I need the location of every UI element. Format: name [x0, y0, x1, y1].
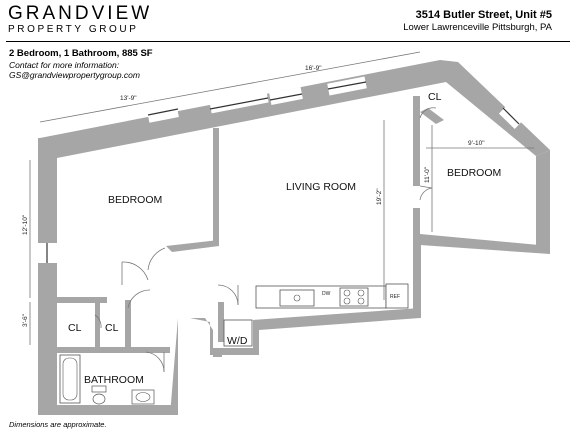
- sink-icon: [131, 389, 155, 405]
- room-label-closet-b: CL: [105, 322, 119, 334]
- dimension-top-left: 13'-9": [120, 95, 137, 102]
- room-label-bathroom: BATHROOM: [84, 374, 144, 386]
- dimension-lines: [29, 51, 534, 345]
- sink-icon: [279, 289, 315, 307]
- range-icon: [339, 287, 369, 307]
- unit-info: 2 Bedroom, 1 Bathroom, 885 SF Contact fo…: [9, 47, 153, 80]
- wall-bottom-right: [420, 234, 550, 254]
- footnote: Dimensions are approximate.: [9, 420, 107, 429]
- room-label-bedroom-left: BEDROOM: [108, 194, 162, 206]
- header-divider: [6, 41, 570, 42]
- washer-dryer-box: [223, 319, 253, 347]
- wall-kitchen-bottom: [210, 308, 420, 355]
- unit-spec: 2 Bedroom, 1 Bathroom, 885 SF: [9, 48, 153, 59]
- room-label-closet-a: CL: [68, 322, 82, 334]
- toilet-icon: [91, 385, 107, 393]
- window-top-2: [209, 90, 269, 114]
- room-label-living-room: LIVING ROOM: [286, 181, 356, 193]
- wall-right: [536, 150, 550, 246]
- dishwasher-label: DW: [322, 291, 331, 297]
- room-label-bedroom-right: BEDROOM: [447, 167, 501, 179]
- room-label-closet-right: CL: [428, 91, 442, 103]
- wall-top-diagonal: [40, 60, 455, 158]
- dimension-right-width: 9'-10": [468, 140, 485, 147]
- brand-name: GRANDVIEW: [8, 3, 153, 24]
- wall-bottom: [38, 405, 178, 415]
- dimension-left-upper: 12'-10": [22, 214, 29, 235]
- contact-email[interactable]: GS@grandviewpropertygroup.com: [9, 70, 140, 80]
- dimension-right-depth: 11'-0": [424, 166, 431, 183]
- door-swings: [94, 107, 437, 373]
- bathtub-icon: [59, 354, 81, 404]
- room-label-washer-dryer: W/D: [227, 335, 248, 347]
- refrigerator-icon: [385, 283, 409, 309]
- contact-label: Contact for more information:: [9, 60, 120, 70]
- bathroom-fixtures: [59, 354, 155, 405]
- wall-right-inner: [413, 234, 421, 318]
- interior-walls: [57, 96, 444, 353]
- dimension-top-mid: 16'-9": [305, 65, 322, 72]
- brand-subtitle: PROPERTY GROUP: [8, 24, 139, 35]
- address-block: 3514 Butler Street, Unit #5 Lower Lawren…: [403, 8, 552, 34]
- wall-bottom-notch: [170, 318, 222, 415]
- refrigerator-label: REF: [390, 294, 400, 300]
- address-line-1: 3514 Butler Street, Unit #5: [415, 9, 552, 21]
- window-corner: [498, 105, 523, 129]
- kitchen: DW REF: [255, 283, 409, 309]
- wall-right-corner: [440, 60, 550, 156]
- wall-left: [38, 138, 57, 415]
- brand-logo: GRANDVIEW PROPERTY GROUP: [8, 4, 152, 36]
- address-line-2: Lower Lawrenceville Pittsburgh, PA: [403, 22, 552, 33]
- dimension-left-lower: 3'-6": [22, 313, 29, 327]
- window-top-3: [269, 87, 303, 105]
- dimension-living-depth: 19'-2": [376, 188, 383, 205]
- window-top-1: [147, 105, 179, 123]
- window-left: [38, 243, 57, 263]
- window-top-4: [327, 76, 367, 96]
